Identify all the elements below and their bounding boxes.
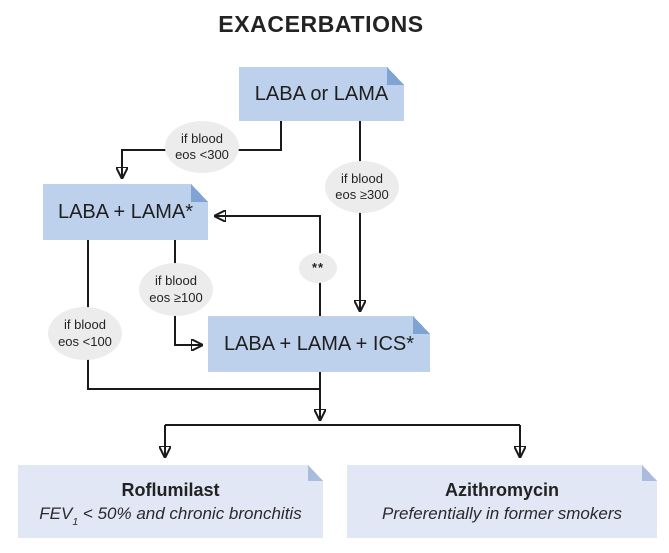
node-laba-lama-label: LABA + LAMA* [57,200,194,223]
condition-eos-lt100: if blood eos <100 [48,307,122,360]
azithromycin-criteria: Preferentially in former smokers [382,503,622,523]
roflumilast-criteria: FEV1 < 50% and chronic bronchitis [39,503,302,529]
folded-corner-icon [413,316,430,334]
node-roflumilast: Roflumilast FEV1 < 50% and chronic bronc… [18,465,323,538]
node-azithromycin: Azithromycin Preferentially in former sm… [347,465,657,538]
condition-eos-lt300: if blood eos <300 [165,121,239,173]
condition-eos-ge300: if blood eos ≥300 [325,161,399,213]
folded-corner-icon [387,67,404,85]
condition-double-asterisk: ** [299,253,337,283]
folded-corner-icon [308,465,323,481]
page-title: EXACERBATIONS [218,11,424,37]
folded-corner-icon [191,184,208,202]
connector-eos-lt100-bypass [87,240,321,390]
node-laba-lama: LABA + LAMA* [43,184,208,240]
node-laba-lama-ics-label: LABA + LAMA + ICS* [223,332,415,355]
folded-corner-icon [642,465,657,481]
condition-eos-ge100: if blood eos ≥100 [139,263,213,316]
node-laba-or-lama-label: LABA or LAMA [254,82,389,105]
node-laba-lama-ics: LABA + LAMA + ICS* [208,316,430,372]
node-laba-or-lama: LABA or LAMA [239,67,404,121]
roflumilast-title: Roflumilast [121,480,220,501]
azithromycin-title: Azithromycin [444,480,559,501]
